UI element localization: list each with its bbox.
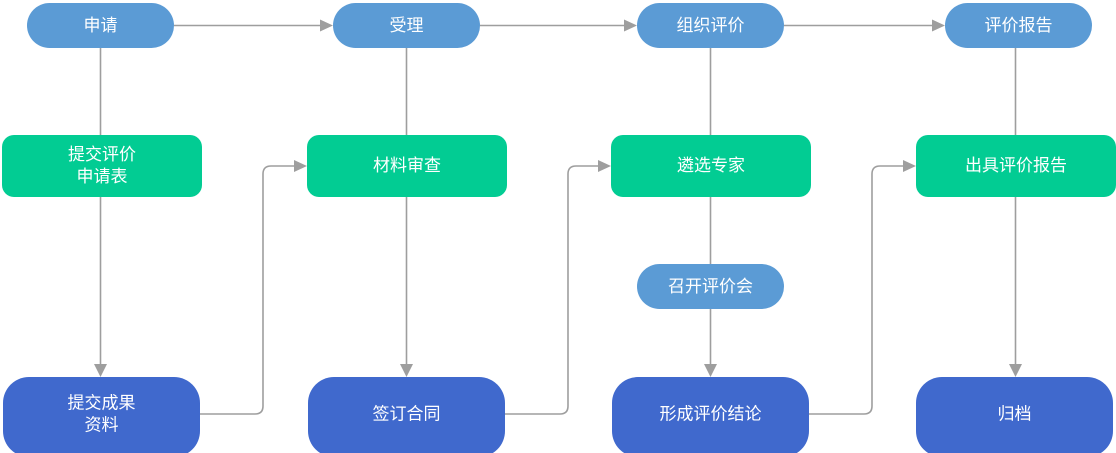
node-result-submit-achievement-materials[interactable]: 提交成果 资料 (3, 377, 200, 453)
node-result-form-evaluation-conclusion[interactable]: 形成评价结论 (612, 377, 809, 453)
node-task-select-experts-label: 遴选专家 (677, 156, 745, 175)
node-result-sign-contract[interactable]: 签订合同 (308, 377, 505, 453)
node-meeting-hold-evaluation-meeting-label: 召开评价会 (668, 277, 753, 296)
edge-col1-down (94, 48, 107, 377)
edge-hop-1 (200, 160, 307, 415)
edge-col4-down (1009, 48, 1022, 377)
node-stage-apply[interactable]: 申请 (27, 3, 174, 48)
node-result-archive[interactable]: 归档 (916, 377, 1113, 453)
connector-layer (94, 19, 1022, 415)
node-stage-organize-evaluation[interactable]: 组织评价 (637, 3, 784, 48)
node-result-submit-achievement-materials-label-line2: 资料 (85, 415, 119, 434)
node-stage-apply-label: 申请 (84, 16, 118, 35)
node-result-form-evaluation-conclusion-label: 形成评价结论 (660, 404, 762, 423)
node-layer: 申请 受理 组织评价 评价报告 提交评价 申请表 (2, 3, 1116, 453)
edge-stage-3-4 (784, 19, 945, 32)
node-task-material-review[interactable]: 材料审查 (307, 135, 507, 197)
node-stage-accept[interactable]: 受理 (333, 3, 480, 48)
node-task-issue-evaluation-report[interactable]: 出具评价报告 (916, 135, 1116, 197)
node-result-archive-label: 归档 (998, 404, 1032, 423)
node-stage-evaluation-report-label: 评价报告 (985, 16, 1053, 35)
node-stage-organize-evaluation-label: 组织评价 (677, 16, 745, 35)
edge-hop-3 (809, 160, 916, 415)
node-task-issue-evaluation-report-label: 出具评价报告 (965, 156, 1067, 175)
node-result-sign-contract-label: 签订合同 (373, 404, 441, 423)
node-stage-accept-label: 受理 (390, 16, 424, 35)
node-task-submit-application-form-label-line2: 申请表 (77, 167, 128, 186)
node-task-submit-application-form-label-line1: 提交评价 (68, 145, 136, 164)
node-meeting-hold-evaluation-meeting[interactable]: 召开评价会 (637, 264, 784, 309)
node-stage-evaluation-report[interactable]: 评价报告 (945, 3, 1092, 48)
edge-stage-2-3 (480, 19, 637, 32)
node-task-material-review-label: 材料审查 (373, 156, 441, 175)
node-task-submit-application-form[interactable]: 提交评价 申请表 (2, 135, 202, 197)
edge-col2-down (400, 48, 413, 377)
node-result-submit-achievement-materials-label-line1: 提交成果 (68, 393, 136, 412)
node-task-select-experts[interactable]: 遴选专家 (611, 135, 811, 197)
edge-col3-down (704, 48, 717, 377)
edge-stage-1-2 (174, 19, 333, 32)
edge-hop-2 (505, 160, 611, 415)
